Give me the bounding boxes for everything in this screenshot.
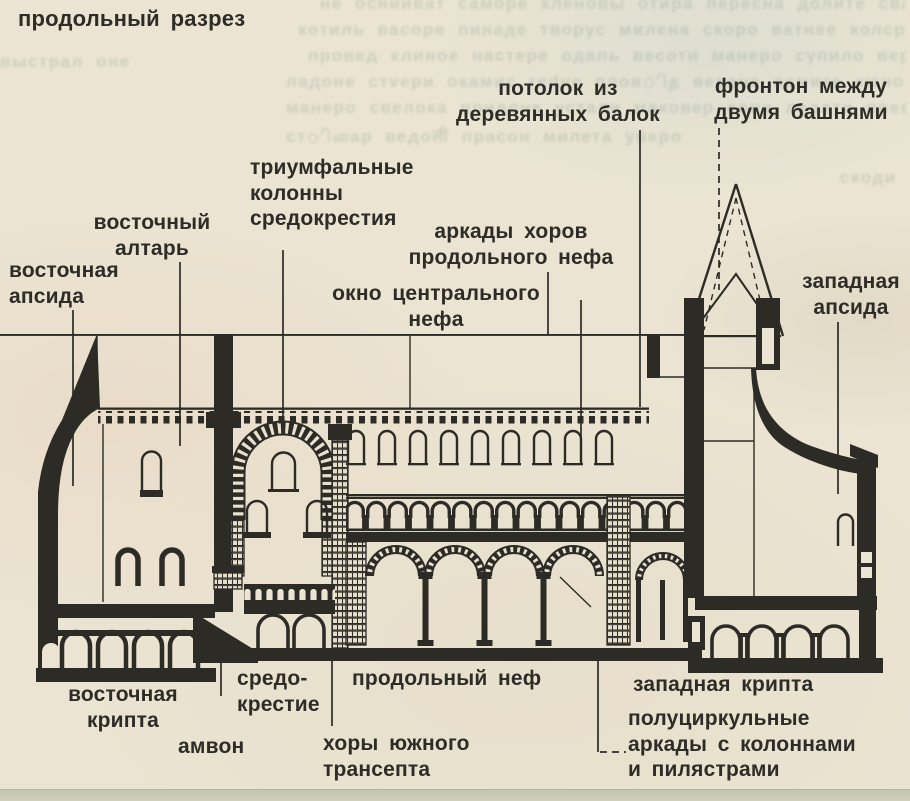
crossing-structure [206, 334, 352, 649]
label-crossing: средо- крестие [237, 667, 320, 716]
roofline-and-ceiling [0, 334, 688, 424]
label-east-apse: восточная апсида [9, 259, 119, 308]
label-title: продольный разрез [18, 6, 246, 31]
nave-structure [232, 429, 702, 661]
east-chancel [36, 424, 216, 682]
stair-rail [559, 576, 592, 608]
label-semicircular-arcades: полуциркульные аркады с колоннами и пиля… [628, 707, 856, 781]
east-apse-structure [38, 334, 100, 668]
label-nave-window: окно центрального нефа [332, 282, 540, 331]
label-south-transept-choir: хоры южного трансепта [323, 732, 470, 781]
west-crypt-structure [688, 596, 883, 673]
label-west-crypt: западная крипта [633, 673, 814, 696]
label-nave: продольный неф [352, 667, 542, 690]
leader-lines [72, 128, 839, 753]
label-triumphal-columns: триумфальные колонны средокрестия [250, 156, 414, 230]
west-tower [684, 183, 785, 598]
label-ceiling: потолок из деревянных балок [456, 77, 660, 126]
scan-bottom-edge [0, 789, 910, 801]
nave-floor [232, 648, 702, 661]
label-east-crypt: восточная крипта [68, 683, 178, 732]
label-pediment: фронтон между двумя башнями [714, 75, 888, 124]
label-choir-arcades: аркады хоров продольного нефа [408, 220, 614, 269]
label-west-apse: западная апсида [802, 270, 900, 319]
west-apse-structure [751, 368, 878, 602]
label-ambo: амвон [178, 735, 245, 758]
label-east-altar: восточный алтарь [93, 211, 211, 260]
